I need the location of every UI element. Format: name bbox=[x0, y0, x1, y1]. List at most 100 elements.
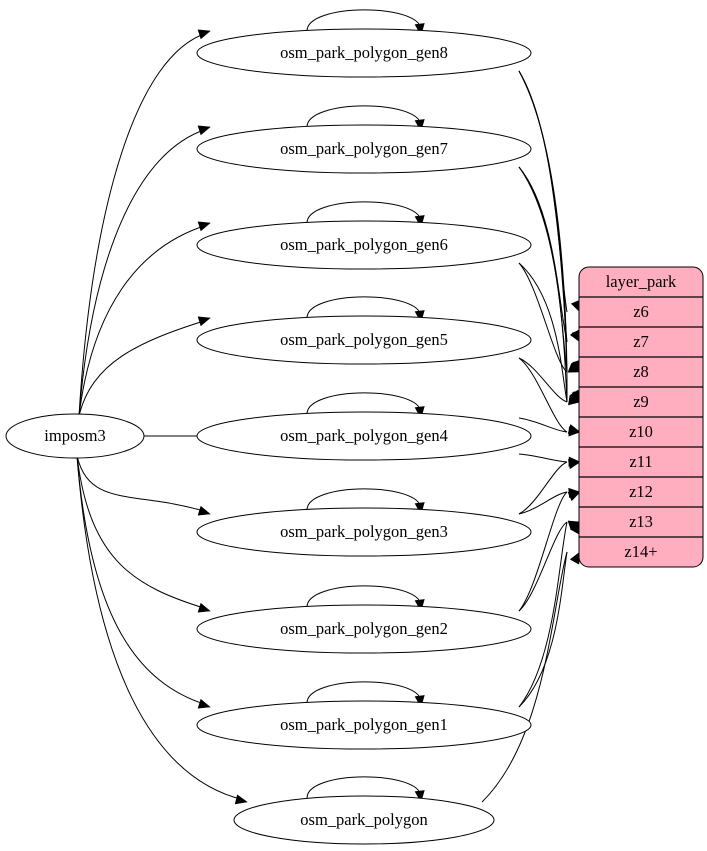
self-loop-path bbox=[306, 201, 422, 224]
edge-path bbox=[76, 455, 208, 610]
table-cell-label: z8 bbox=[633, 362, 649, 381]
node-ellipse[interactable] bbox=[196, 604, 532, 654]
edge-path bbox=[518, 491, 568, 515]
node-gen7[interactable]: osm_park_polygon_gen7 bbox=[196, 124, 532, 174]
edge-arrowhead bbox=[197, 125, 211, 136]
node-ellipse[interactable] bbox=[196, 700, 532, 750]
edge-path bbox=[76, 455, 208, 513]
edge-path bbox=[518, 453, 568, 463]
edge-gen2-to-z12 bbox=[518, 491, 581, 612]
node-gen5[interactable]: osm_park_polygon_gen5 bbox=[196, 315, 532, 365]
edge-path bbox=[518, 70, 568, 373]
node-base[interactable]: osm_park_polygon bbox=[233, 795, 495, 845]
node-ellipse[interactable] bbox=[233, 795, 495, 845]
table-cell-label: z6 bbox=[633, 302, 649, 321]
node-imposm3[interactable]: imposm3 bbox=[5, 413, 145, 459]
edge-path bbox=[78, 319, 208, 417]
table-row[interactable]: z6 bbox=[579, 297, 703, 327]
edge-path bbox=[518, 461, 568, 515]
self-loop-path bbox=[306, 776, 422, 799]
edge-gen8-to-z8 bbox=[518, 70, 583, 373]
edge-path bbox=[518, 491, 568, 612]
self-loop-path bbox=[306, 392, 422, 415]
edge-gen8-to-z6 bbox=[518, 70, 581, 313]
edge-path bbox=[518, 417, 568, 433]
node-gen4[interactable]: osm_park_polygon_gen4 bbox=[196, 411, 532, 461]
table-row[interactable]: z13 bbox=[579, 506, 703, 537]
edge-path bbox=[76, 455, 208, 706]
table-row[interactable]: z14+ bbox=[579, 536, 703, 567]
node-label: osm_park_polygon_gen2 bbox=[280, 619, 448, 638]
edge-arrowhead bbox=[568, 395, 581, 406]
table-row[interactable]: z10 bbox=[579, 416, 703, 447]
node-ellipse[interactable] bbox=[196, 28, 532, 78]
edge-gen4-to-z10 bbox=[518, 417, 581, 437]
node-ellipse[interactable] bbox=[196, 124, 532, 174]
edge-imposm3-to-gen5 bbox=[78, 316, 211, 417]
table-row[interactable]: z9 bbox=[579, 386, 703, 417]
self-loop-path bbox=[306, 585, 422, 608]
table-cell-label: z7 bbox=[633, 332, 649, 351]
edge-gen5-to-z9 bbox=[518, 357, 581, 406]
edge-path bbox=[518, 166, 568, 403]
edge-path bbox=[518, 357, 568, 403]
edge-path bbox=[518, 357, 568, 433]
self-loop-path bbox=[306, 105, 422, 128]
table-cell-label: z11 bbox=[629, 452, 652, 471]
node-ellipse[interactable] bbox=[196, 507, 532, 557]
node-label: imposm3 bbox=[44, 426, 105, 445]
table-row[interactable]: z8 bbox=[579, 356, 703, 387]
node-label: osm_park_polygon_gen4 bbox=[280, 426, 448, 445]
edge-path bbox=[518, 551, 568, 708]
node-label: osm_park_polygon_gen7 bbox=[280, 139, 448, 158]
node-gen8[interactable]: osm_park_polygon_gen8 bbox=[196, 28, 532, 78]
edge-gen1-to-z13 bbox=[518, 521, 581, 708]
table-row[interactable]: z12 bbox=[579, 476, 703, 507]
node-ellipse[interactable] bbox=[196, 315, 532, 365]
table-row[interactable]: z7 bbox=[579, 326, 703, 357]
edge-gen6-to-z9 bbox=[518, 262, 581, 403]
edge-arrowhead bbox=[567, 363, 581, 373]
node-ellipse[interactable] bbox=[196, 220, 532, 270]
edge-gen6-to-z8 bbox=[518, 262, 581, 373]
edge-imposm3-to-gen1 bbox=[76, 455, 211, 709]
edge-path bbox=[76, 455, 245, 801]
node-label: osm_park_polygon_gen6 bbox=[280, 235, 448, 254]
table-row[interactable]: z11 bbox=[579, 446, 703, 477]
self-loop-path bbox=[306, 296, 422, 319]
node-gen6[interactable]: osm_park_polygon_gen6 bbox=[196, 220, 532, 270]
node-gen2[interactable]: osm_park_polygon_gen2 bbox=[196, 604, 532, 654]
edge-imposm3-to-gen6 bbox=[78, 221, 211, 417]
table-cell-label: z13 bbox=[629, 512, 653, 531]
node-ellipse[interactable] bbox=[5, 413, 145, 459]
node-label: osm_park_polygon_gen1 bbox=[280, 715, 448, 734]
edge-path bbox=[518, 70, 568, 313]
edge-arrowhead bbox=[197, 602, 211, 613]
edge-path bbox=[78, 128, 208, 417]
table-cell-label: z12 bbox=[629, 482, 653, 501]
table-cell-label: z9 bbox=[633, 392, 649, 411]
edge-gen8-to-z9 bbox=[518, 70, 583, 403]
node-gen3[interactable]: osm_park_polygon_gen3 bbox=[196, 507, 532, 557]
edge-path bbox=[518, 262, 568, 403]
edge-arrowhead bbox=[197, 29, 211, 40]
node-label: osm_park_polygon_gen3 bbox=[280, 522, 448, 541]
self-loop-path bbox=[306, 9, 422, 32]
edge-path bbox=[78, 224, 208, 417]
edge-path bbox=[481, 551, 568, 803]
edge-arrowhead bbox=[197, 316, 211, 327]
self-loop-arrowhead bbox=[414, 790, 425, 803]
nodes-layer: imposm3 osm_park_polygon_gen8 osm_park_pol… bbox=[5, 28, 532, 845]
edge-imposm3-to-base bbox=[76, 455, 248, 805]
node-ellipse[interactable] bbox=[196, 411, 532, 461]
node-label: osm_park_polygon_gen8 bbox=[280, 43, 448, 62]
self-loop-path bbox=[306, 681, 422, 704]
edge-imposm3-to-gen2 bbox=[76, 455, 211, 613]
edge-gen3-to-z11 bbox=[518, 459, 581, 515]
node-gen1[interactable]: osm_park_polygon_gen1 bbox=[196, 700, 532, 750]
self-loop-path bbox=[306, 488, 422, 511]
edge-path bbox=[518, 70, 568, 403]
edge-arrowhead bbox=[567, 459, 581, 470]
